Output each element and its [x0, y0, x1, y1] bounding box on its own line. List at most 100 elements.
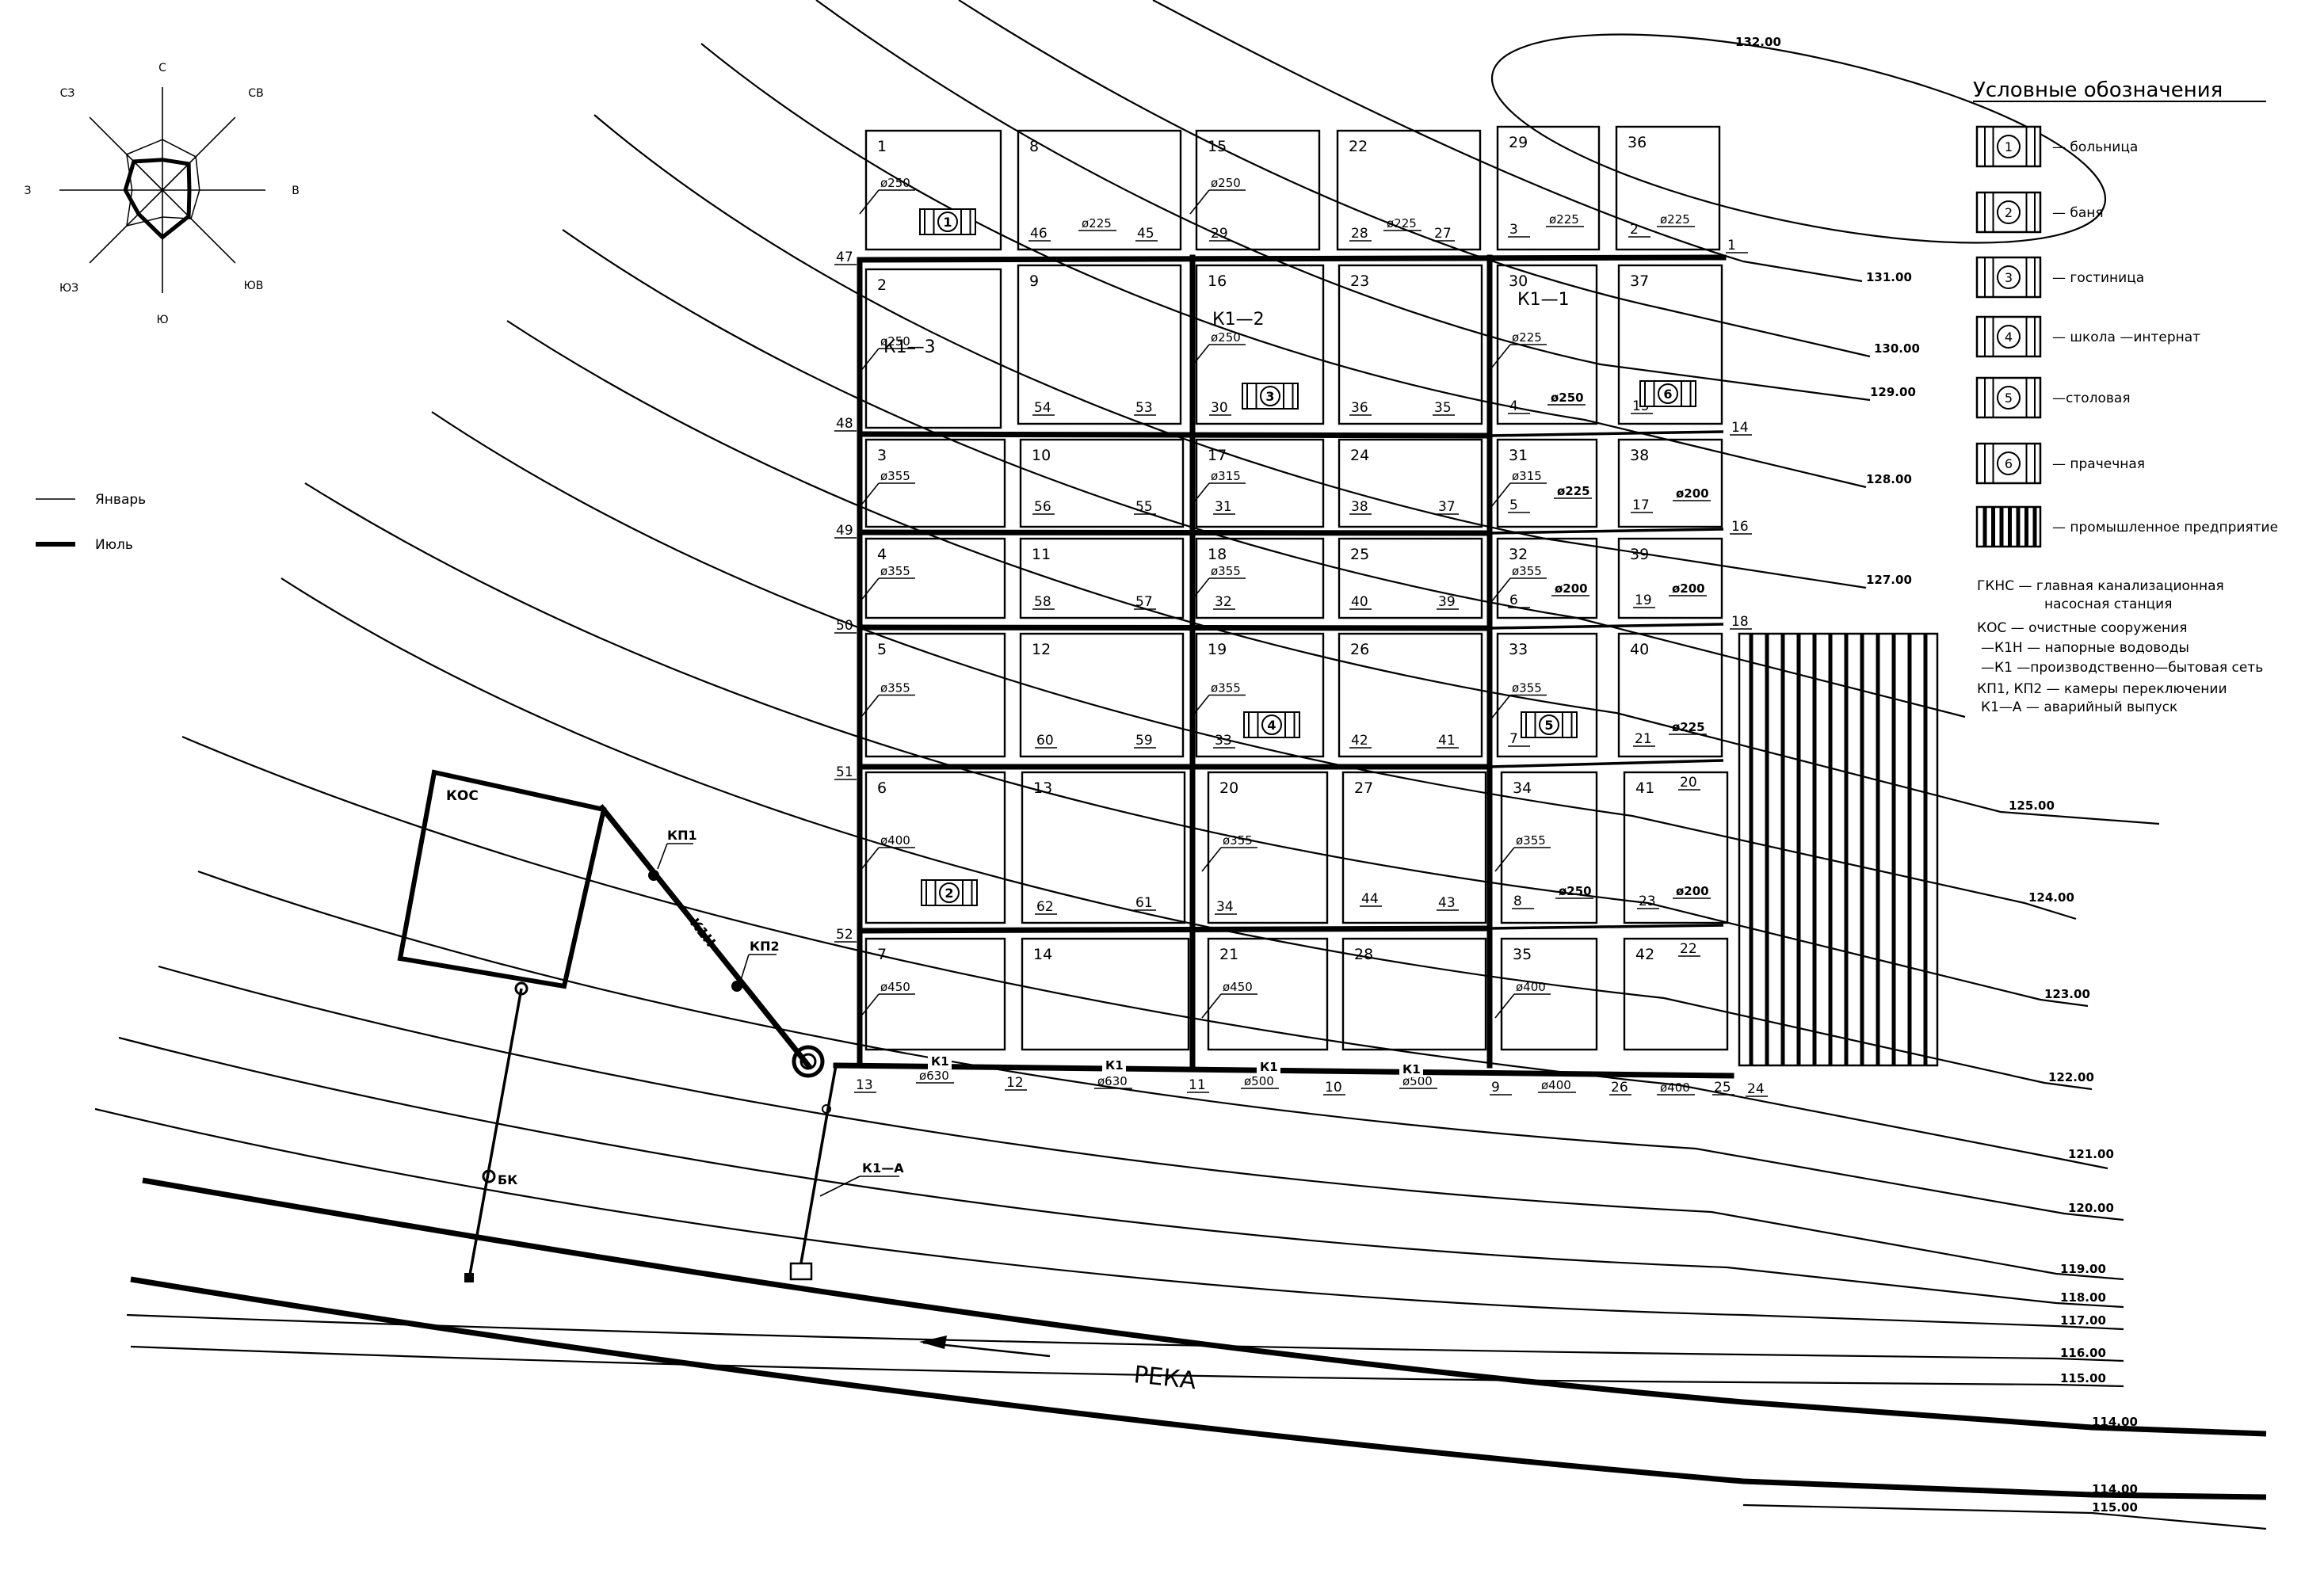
block-number: 15 [1208, 138, 1227, 155]
river-flow-arrowhead [919, 1336, 947, 1349]
contour-label: 119.00 [2060, 1262, 2106, 1276]
node-number: 57 [1135, 594, 1153, 610]
node-number: 28 [1351, 226, 1368, 242]
pipe-diameter-leader [859, 189, 880, 215]
node-number: 55 [1135, 499, 1153, 515]
pipe-diameter-tag: ø630 [1097, 1074, 1128, 1088]
pipe-diameter-leader [1494, 993, 1515, 1019]
block-pipe-diameter: ø355 [1223, 833, 1253, 848]
block-number: 26 [1350, 641, 1369, 658]
node-number: 39 [1438, 594, 1456, 610]
city-block: 14 [1021, 937, 1190, 1051]
city-block: 11 [1019, 537, 1185, 619]
block-number: 41 [1635, 779, 1654, 797]
contour-label: 116.00 [2060, 1346, 2106, 1360]
node-number: 29 [1211, 226, 1228, 242]
street-pipe-row6 [857, 925, 1493, 934]
contour-126 [562, 229, 1966, 718]
contour-label: 129.00 [1870, 385, 1916, 399]
contour-label: 114.00 [2092, 1415, 2138, 1429]
city-block: 12 [1019, 632, 1185, 758]
block-number: 22 [1349, 138, 1368, 155]
city-block: 25 [1338, 537, 1483, 619]
block-number: 34 [1513, 779, 1532, 797]
node-number: 36 [1351, 400, 1368, 416]
contour-labels: 132.00131.00130.00129.00128.00127.00125.… [1735, 35, 2138, 1515]
block-outline [1207, 771, 1329, 924]
pipe-diameter-leader [1490, 344, 1511, 369]
city-block: 24 [1338, 438, 1483, 528]
block-number: 20 [1219, 779, 1238, 797]
pipe-diameter-leader [1490, 695, 1511, 719]
block-outline [1496, 125, 1601, 251]
legend-label: — больница [2052, 139, 2138, 155]
node-number: 21 [1635, 731, 1652, 747]
pipe-diameter-tag: ø500 [1244, 1074, 1274, 1088]
block-outline [1623, 771, 1729, 924]
block-number: 24 [1350, 447, 1369, 464]
block-number: 36 [1628, 134, 1647, 151]
contour-128 [700, 43, 1867, 489]
street-pipe-row2 [857, 431, 1493, 439]
block-outline [1338, 632, 1483, 758]
legend-circle [1997, 135, 2021, 158]
node-number: 56 [1034, 499, 1051, 515]
facility-circle [939, 882, 960, 903]
kp1-chamber [648, 870, 659, 881]
block-pipe-diameter: ø355 [880, 681, 910, 695]
block-outline [1496, 438, 1598, 528]
k1-tag-background [1257, 1059, 1280, 1075]
block-number: 12 [1032, 641, 1051, 658]
facility-marker: 3 [1242, 383, 1299, 410]
node-number: 38 [1351, 499, 1368, 515]
city-block: 28 [1341, 937, 1487, 1051]
contour-label: 130.00 [1874, 341, 1920, 356]
node-number: 43 [1438, 895, 1456, 911]
node-number: 34 [1216, 899, 1234, 915]
contour-bank-2 [130, 1276, 2267, 1500]
pipe-diameter-tag: ø200 [1555, 581, 1588, 596]
wind-direction-label: ЮВ [244, 280, 264, 292]
wind-direction-label: ЮЗ [59, 282, 78, 295]
block-number: 35 [1513, 946, 1532, 963]
legend-label: — гостиница [2052, 270, 2144, 286]
block-pipe-diameter: ø250 [880, 334, 910, 349]
block-outline [1341, 771, 1487, 924]
facility-number: 3 [1265, 389, 1274, 404]
node-number: 33 [1215, 733, 1232, 749]
facility-circle [937, 211, 958, 232]
pipe-diameter-tag: ø400 [1660, 1080, 1690, 1095]
block-number: 29 [1509, 134, 1528, 151]
block-outline [1017, 129, 1182, 251]
contour-label: 128.00 [1866, 472, 1912, 486]
contour-label: 125.00 [2009, 798, 2055, 813]
block-outline [1496, 632, 1598, 758]
main-collector-k1 [833, 1062, 1734, 1079]
block-pipe-diameter: ø355 [1512, 681, 1542, 695]
kos-label: КОС [446, 788, 479, 804]
block-outline [1021, 937, 1190, 1051]
contour-125 [506, 320, 2160, 825]
block-pipe-diameter: ø450 [1223, 980, 1253, 994]
node-number: 22 [1680, 941, 1697, 957]
contour-116 [130, 1345, 2124, 1388]
k1-tag: К1 [931, 1054, 949, 1069]
legend-circle [1997, 265, 2021, 289]
node-number: 37 [1438, 499, 1456, 515]
contour-124 [431, 411, 2077, 920]
node-number: 53 [1135, 400, 1153, 416]
node-number: 14 [1731, 420, 1749, 436]
node-number: 16 [1731, 519, 1749, 535]
wind-axis [89, 116, 163, 191]
block-number: 2 [877, 276, 887, 294]
wind-axis [162, 116, 236, 191]
city-block: 27 [1341, 771, 1487, 924]
kp2-chamber [731, 981, 742, 992]
city-block: 26 [1338, 632, 1483, 758]
legend-circle [1997, 200, 2021, 224]
block-outline [1195, 129, 1321, 251]
